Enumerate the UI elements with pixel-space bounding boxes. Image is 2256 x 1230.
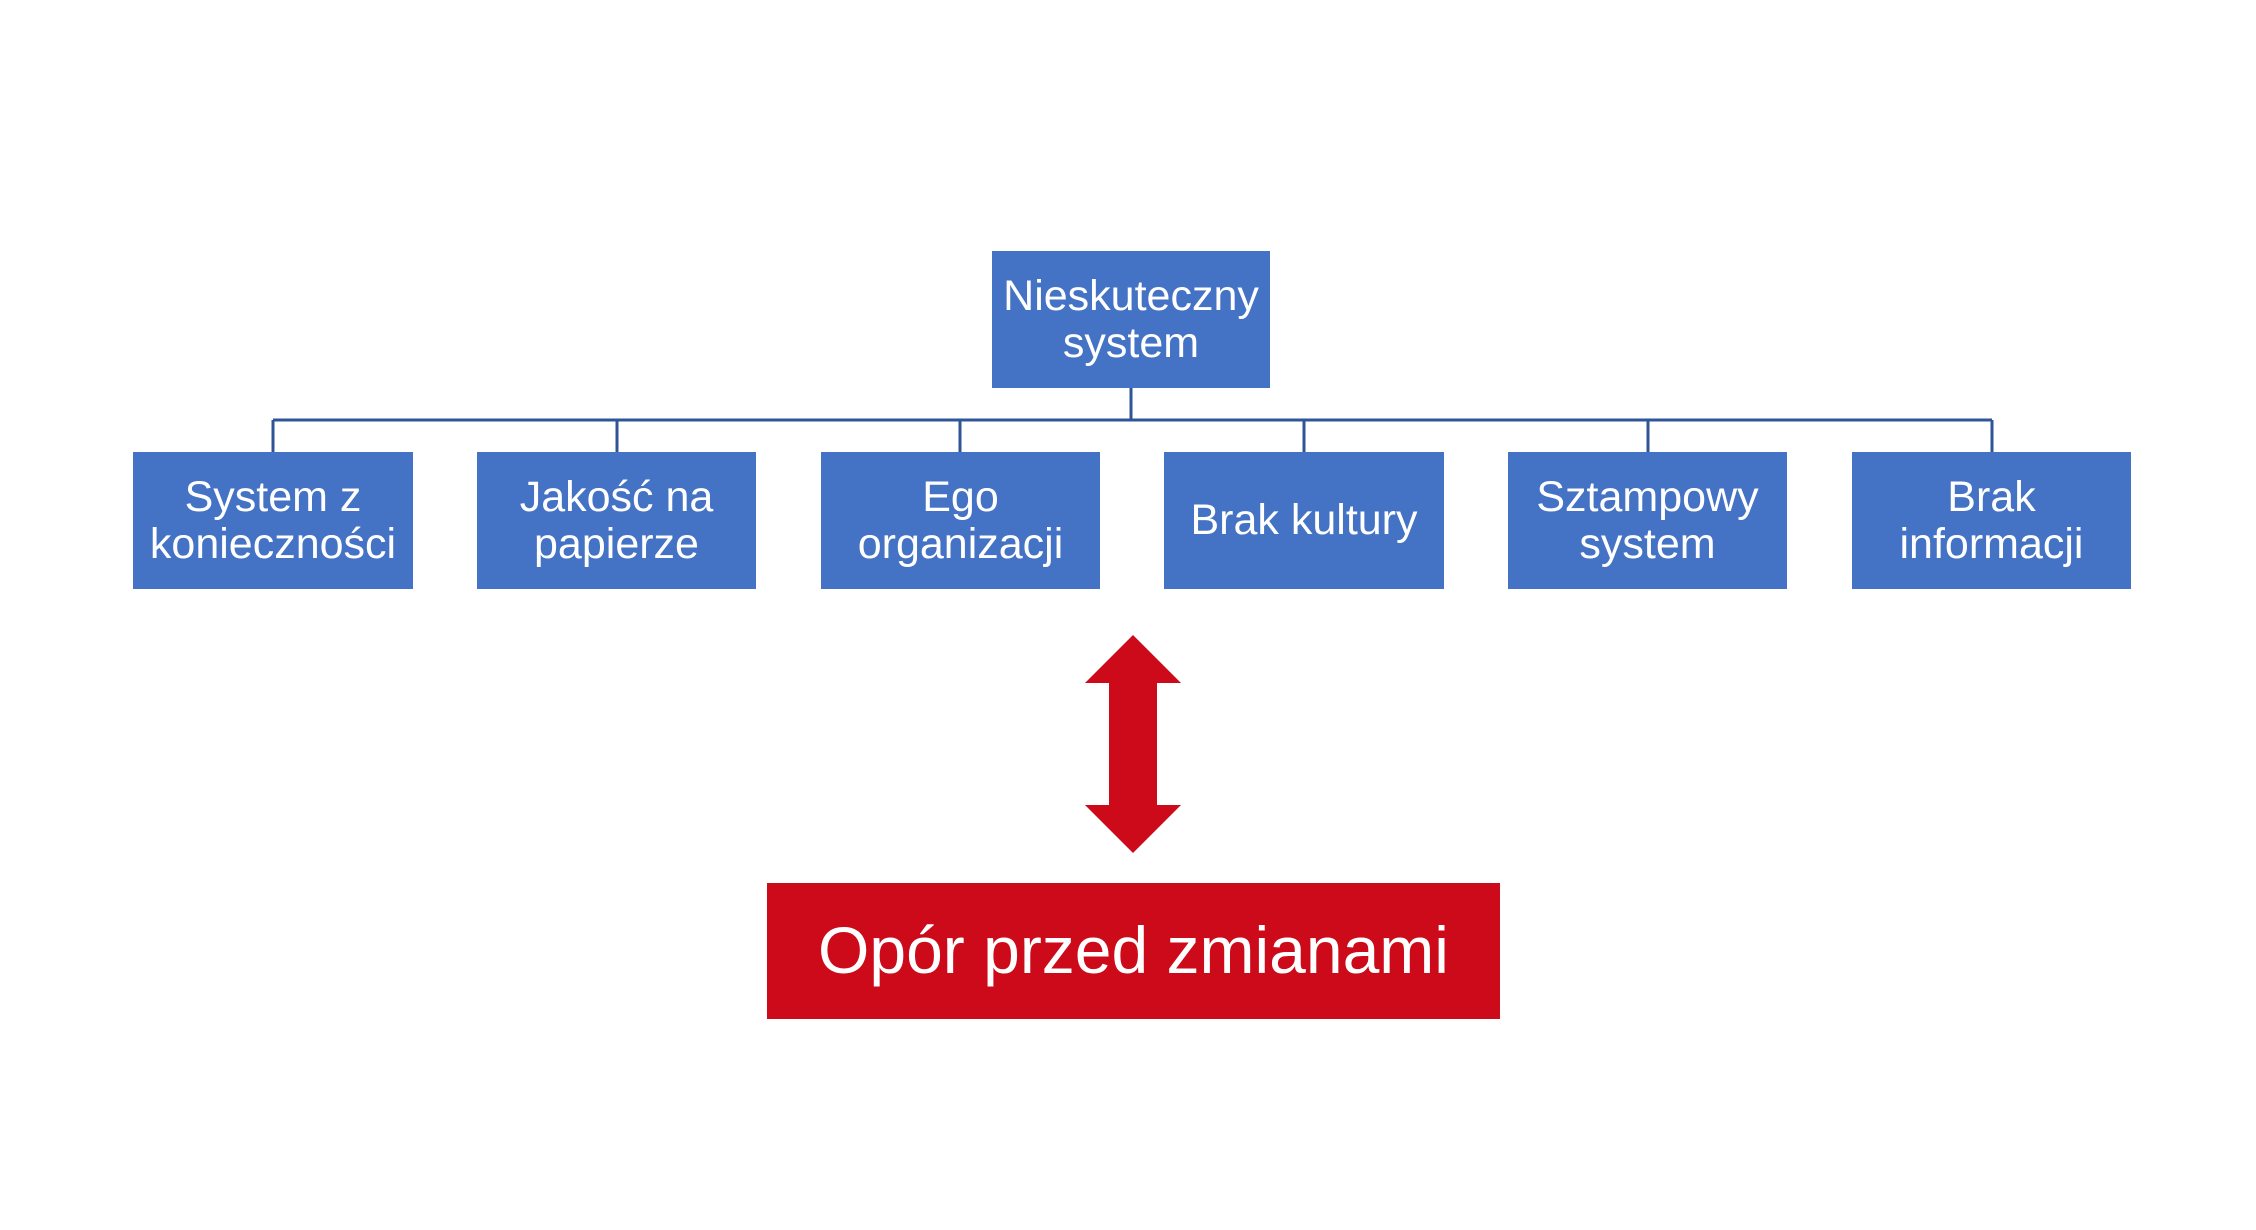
child-node-ego-organizacji: Ego organizacji [821,452,1100,589]
child-node-jakosc-na-papierze: Jakość na papierze [477,452,756,589]
root-node: Nieskuteczny system [992,251,1270,388]
child-node-label: Brak kultury [1190,496,1418,545]
child-node-label: System z konieczności [149,473,397,568]
child-node-label: Sztampowy system [1536,473,1759,568]
child-node-brak-informacji: Brak informacji [1852,452,2131,589]
outcome-node-label: Opór przed zmianami [818,913,1449,988]
root-node-label: Nieskuteczny system [1003,272,1259,367]
child-node-label: Ego organizacji [857,473,1064,568]
child-node-label: Jakość na papierze [519,473,714,568]
child-node-sztampowy-system: Sztampowy system [1508,452,1787,589]
child-node-label: Brak informacji [1899,473,2084,568]
child-node-system-z-koniecznosci: System z konieczności [133,452,413,589]
double-arrow-shape [1085,635,1181,853]
child-node-brak-kultury: Brak kultury [1164,452,1444,589]
double-headed-arrow-icon [1085,635,1181,853]
outcome-node: Opór przed zmianami [767,883,1500,1019]
